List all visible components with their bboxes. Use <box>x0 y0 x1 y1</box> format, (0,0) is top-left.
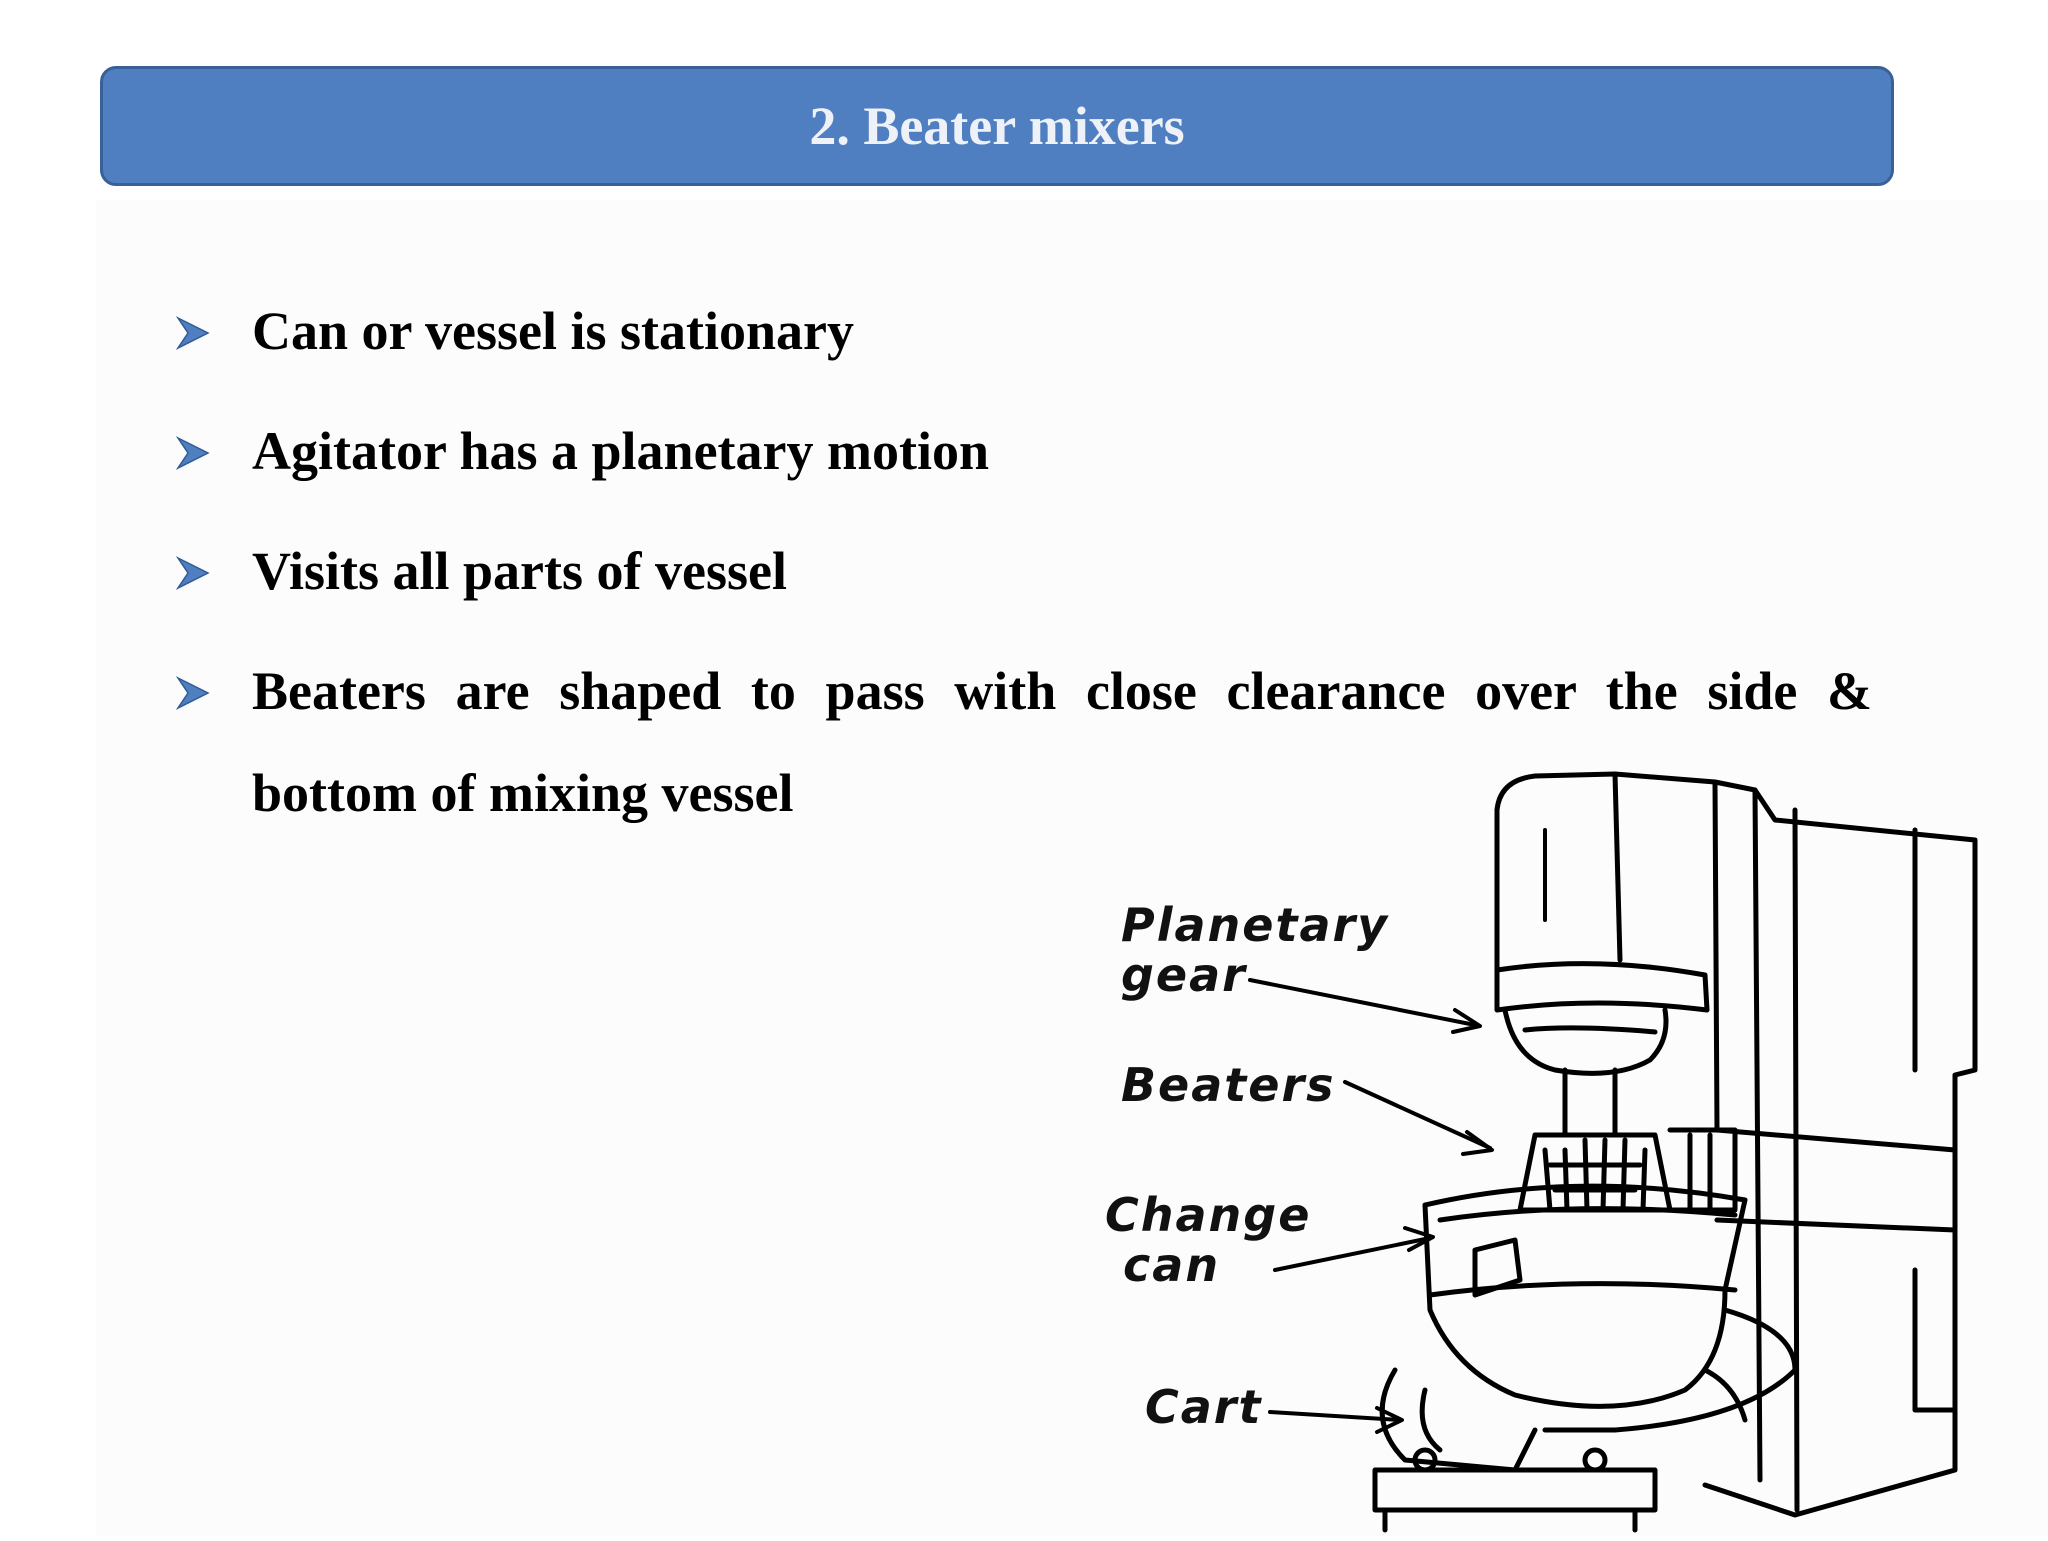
bullet-text: Can or vessel is stationary <box>252 301 854 361</box>
mixer-drawing <box>1248 771 1978 1533</box>
bullet-item: Agitator has a planetary motion <box>176 400 1876 502</box>
title-bar: 2. Beater mixers <box>100 66 1894 186</box>
bullet-text: Beaters are shaped to pass with close cl… <box>252 661 1872 823</box>
beaters-label: Beaters <box>1121 1058 1336 1112</box>
bullet-item: Can or vessel is stationary <box>176 280 1876 382</box>
bullet-list: Can or vessel is stationary Agitator has… <box>176 280 1876 862</box>
change-can-label: Change can <box>1105 1188 1312 1292</box>
planetary-gear-label: Planetary gear <box>1121 898 1390 1002</box>
beater-mixer-diagram: Planetary gear Beaters Change can Cart <box>1095 770 2000 1536</box>
slide-title: 2. Beater mixers <box>809 96 1185 156</box>
bullet-item: Beaters are shaped to pass with close cl… <box>176 640 1872 844</box>
bullet-item: Visits all parts of vessel <box>176 520 1876 622</box>
cart-label: Cart <box>1145 1380 1263 1434</box>
bullet-text: Visits all parts of vessel <box>252 541 787 601</box>
bullet-text: Agitator has a planetary motion <box>252 421 989 481</box>
